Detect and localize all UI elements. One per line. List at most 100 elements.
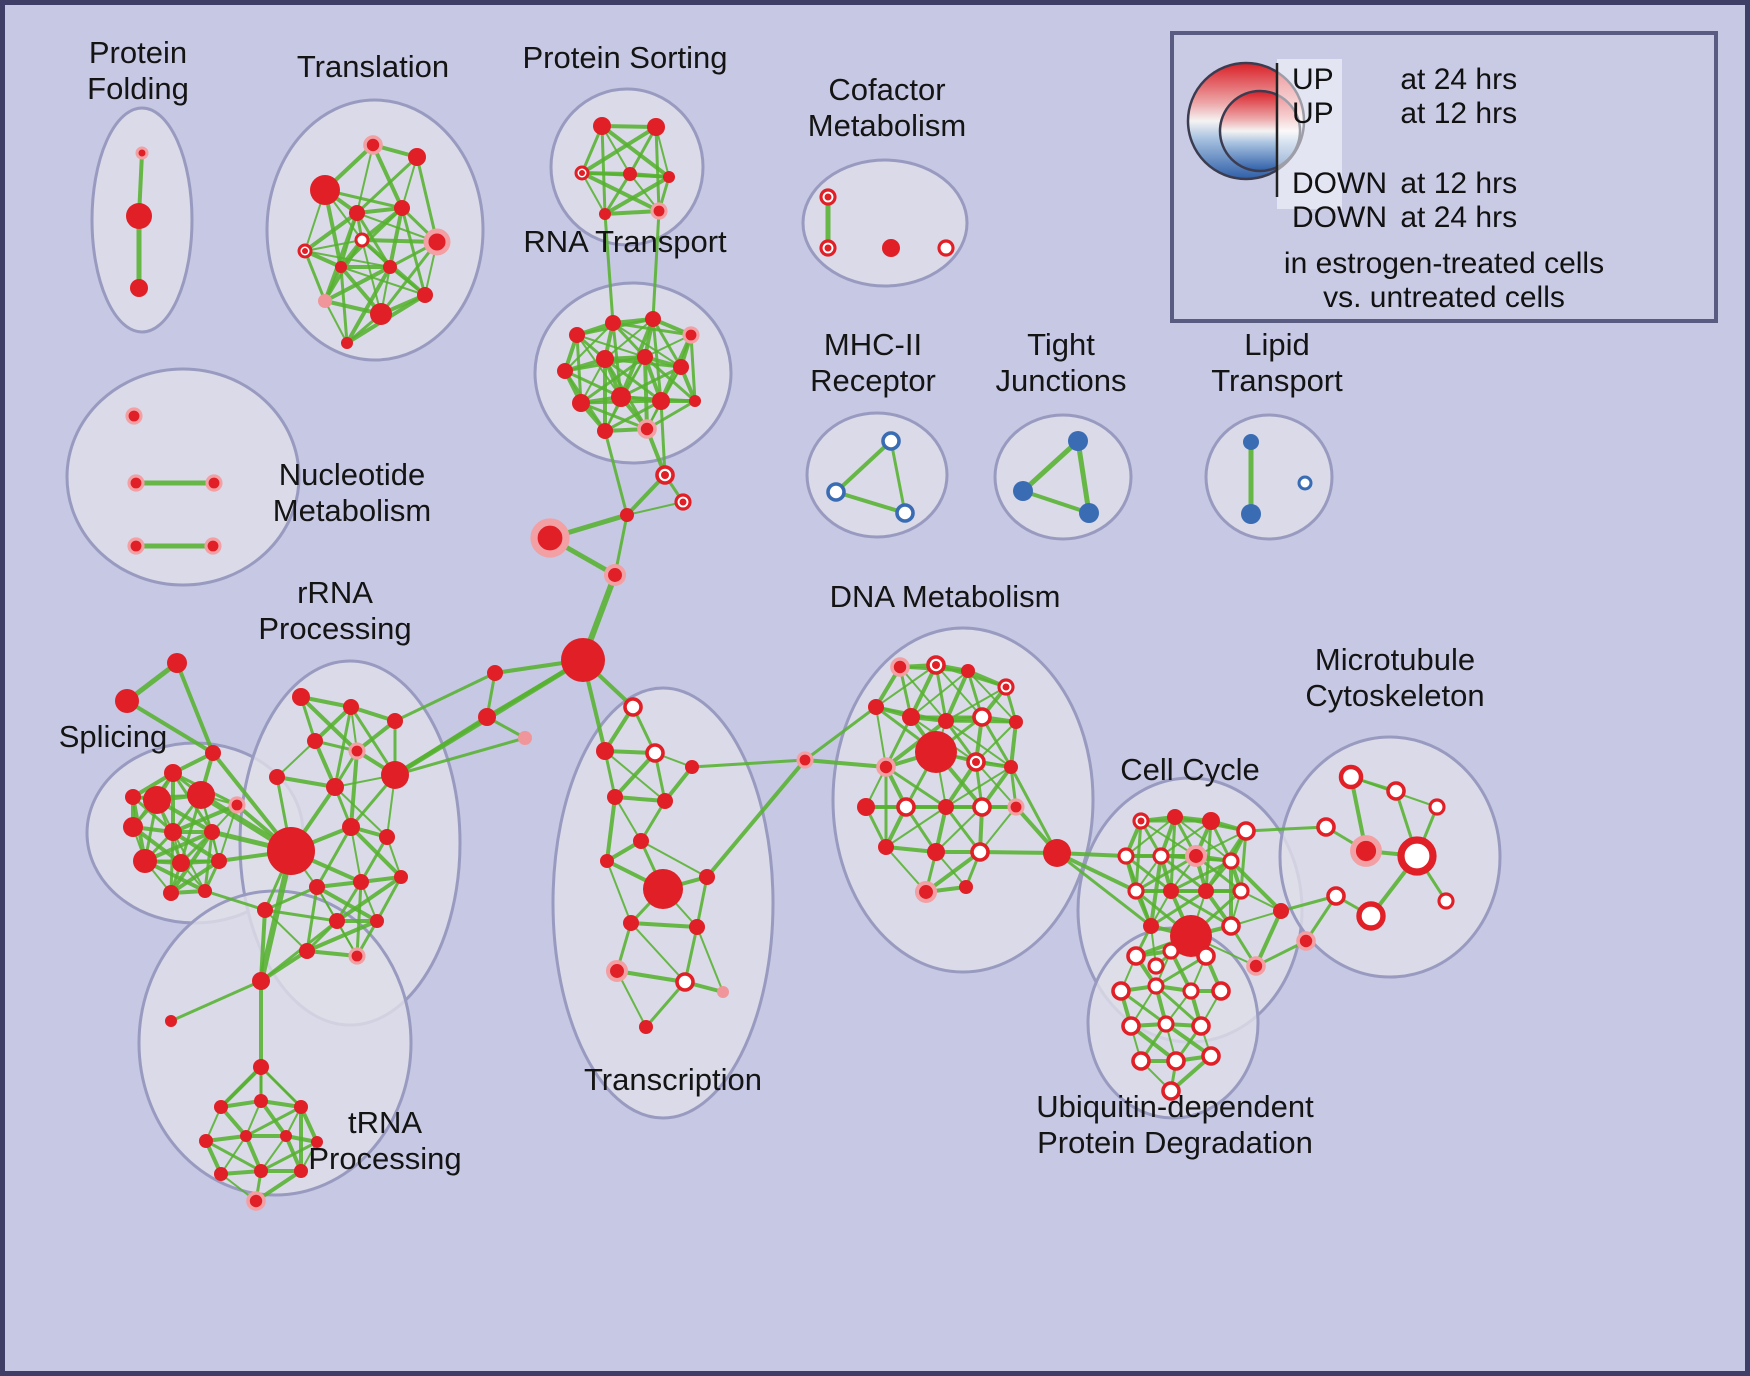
network-node <box>228 796 246 814</box>
network-edge <box>264 885 318 912</box>
cluster-label-cc: Cell Cycle <box>1120 752 1260 787</box>
network-edge <box>944 670 970 722</box>
network-edge <box>1125 816 1176 857</box>
network-edge <box>616 969 686 984</box>
network-node <box>569 327 585 343</box>
network-node <box>596 350 614 368</box>
network-node <box>637 349 653 365</box>
network-edge <box>335 875 403 923</box>
network-node <box>1232 882 1250 900</box>
network-edge <box>345 266 392 344</box>
network-edge <box>580 401 648 431</box>
network-edge <box>170 979 262 1023</box>
network-node <box>1222 852 1240 870</box>
network-node <box>1437 892 1455 910</box>
network-node <box>717 986 729 998</box>
network-node <box>1273 903 1289 919</box>
network-node <box>1007 798 1025 816</box>
network-edge <box>334 786 388 838</box>
network-node <box>199 1134 213 1148</box>
network-node <box>318 294 332 308</box>
network-edge <box>945 686 1007 722</box>
network-edge <box>245 1105 302 1138</box>
network-edge <box>260 1140 318 1173</box>
network-node-core <box>661 471 669 479</box>
network-node <box>1157 1015 1175 1033</box>
network-node <box>353 874 369 890</box>
network-node <box>349 205 365 221</box>
network-node <box>593 117 611 135</box>
network-node <box>254 1164 268 1178</box>
network-node <box>645 743 665 763</box>
network-node <box>689 919 705 935</box>
network-node <box>269 769 285 785</box>
network-node <box>1152 847 1170 865</box>
network-node <box>915 731 957 773</box>
network-node <box>164 764 182 782</box>
network-node <box>135 146 149 160</box>
network-node <box>133 849 157 873</box>
network-node-core <box>1137 817 1145 825</box>
network-node <box>165 1015 177 1027</box>
cluster-label-rt: RNA Transport <box>523 224 727 259</box>
network-node <box>123 817 143 837</box>
cluster-ellipse-mt <box>1278 735 1502 979</box>
network-node <box>292 688 310 706</box>
cluster-ellipse-nm <box>65 367 301 587</box>
network-edge <box>626 501 684 516</box>
network-node-core <box>302 248 308 254</box>
network-edge <box>220 1135 247 1175</box>
network-edge <box>644 981 687 1028</box>
network-node <box>370 914 384 928</box>
network-edge <box>315 826 353 888</box>
network-edge <box>1009 766 1059 854</box>
network-node <box>354 232 370 248</box>
network-node <box>599 208 611 220</box>
network-node <box>342 818 360 836</box>
network-edge <box>691 758 806 769</box>
network-edge <box>834 439 893 494</box>
network-edge <box>349 750 359 828</box>
network-node <box>1211 981 1231 1001</box>
network-node <box>381 761 409 789</box>
network-edge <box>604 318 654 360</box>
network-edge <box>371 144 404 209</box>
legend-row-up-12: UP at 12 hrs <box>1292 97 1517 131</box>
network-edge <box>935 806 983 853</box>
network-edge <box>659 400 667 476</box>
network-node <box>252 972 270 990</box>
network-node <box>633 833 649 849</box>
network-edge <box>640 840 708 878</box>
network-edge <box>605 796 617 862</box>
cluster-label-tr: Translation <box>297 49 449 84</box>
network-node <box>561 638 605 682</box>
network-node <box>1131 1051 1151 1071</box>
network-node <box>673 359 689 375</box>
network-node-core <box>679 498 687 506</box>
network-edge <box>219 1065 263 1109</box>
network-node-core <box>579 170 585 176</box>
network-node <box>1297 475 1313 491</box>
network-edge <box>603 175 671 216</box>
network-edge <box>306 919 378 953</box>
network-node <box>1004 760 1018 774</box>
network-edge <box>1229 859 1283 913</box>
network-node <box>603 563 627 587</box>
network-edge <box>705 758 807 879</box>
network-edge <box>388 207 404 268</box>
network-edge <box>875 706 887 768</box>
network-node <box>204 537 222 555</box>
network-edge <box>305 886 319 952</box>
network-node <box>868 699 884 715</box>
network-node-core <box>932 661 940 669</box>
legend-time: at 12 hrs <box>1400 167 1518 200</box>
network-node <box>605 315 621 331</box>
network-node <box>329 913 345 929</box>
network-node <box>1147 957 1165 975</box>
network-node <box>938 799 954 815</box>
network-node <box>383 260 397 274</box>
